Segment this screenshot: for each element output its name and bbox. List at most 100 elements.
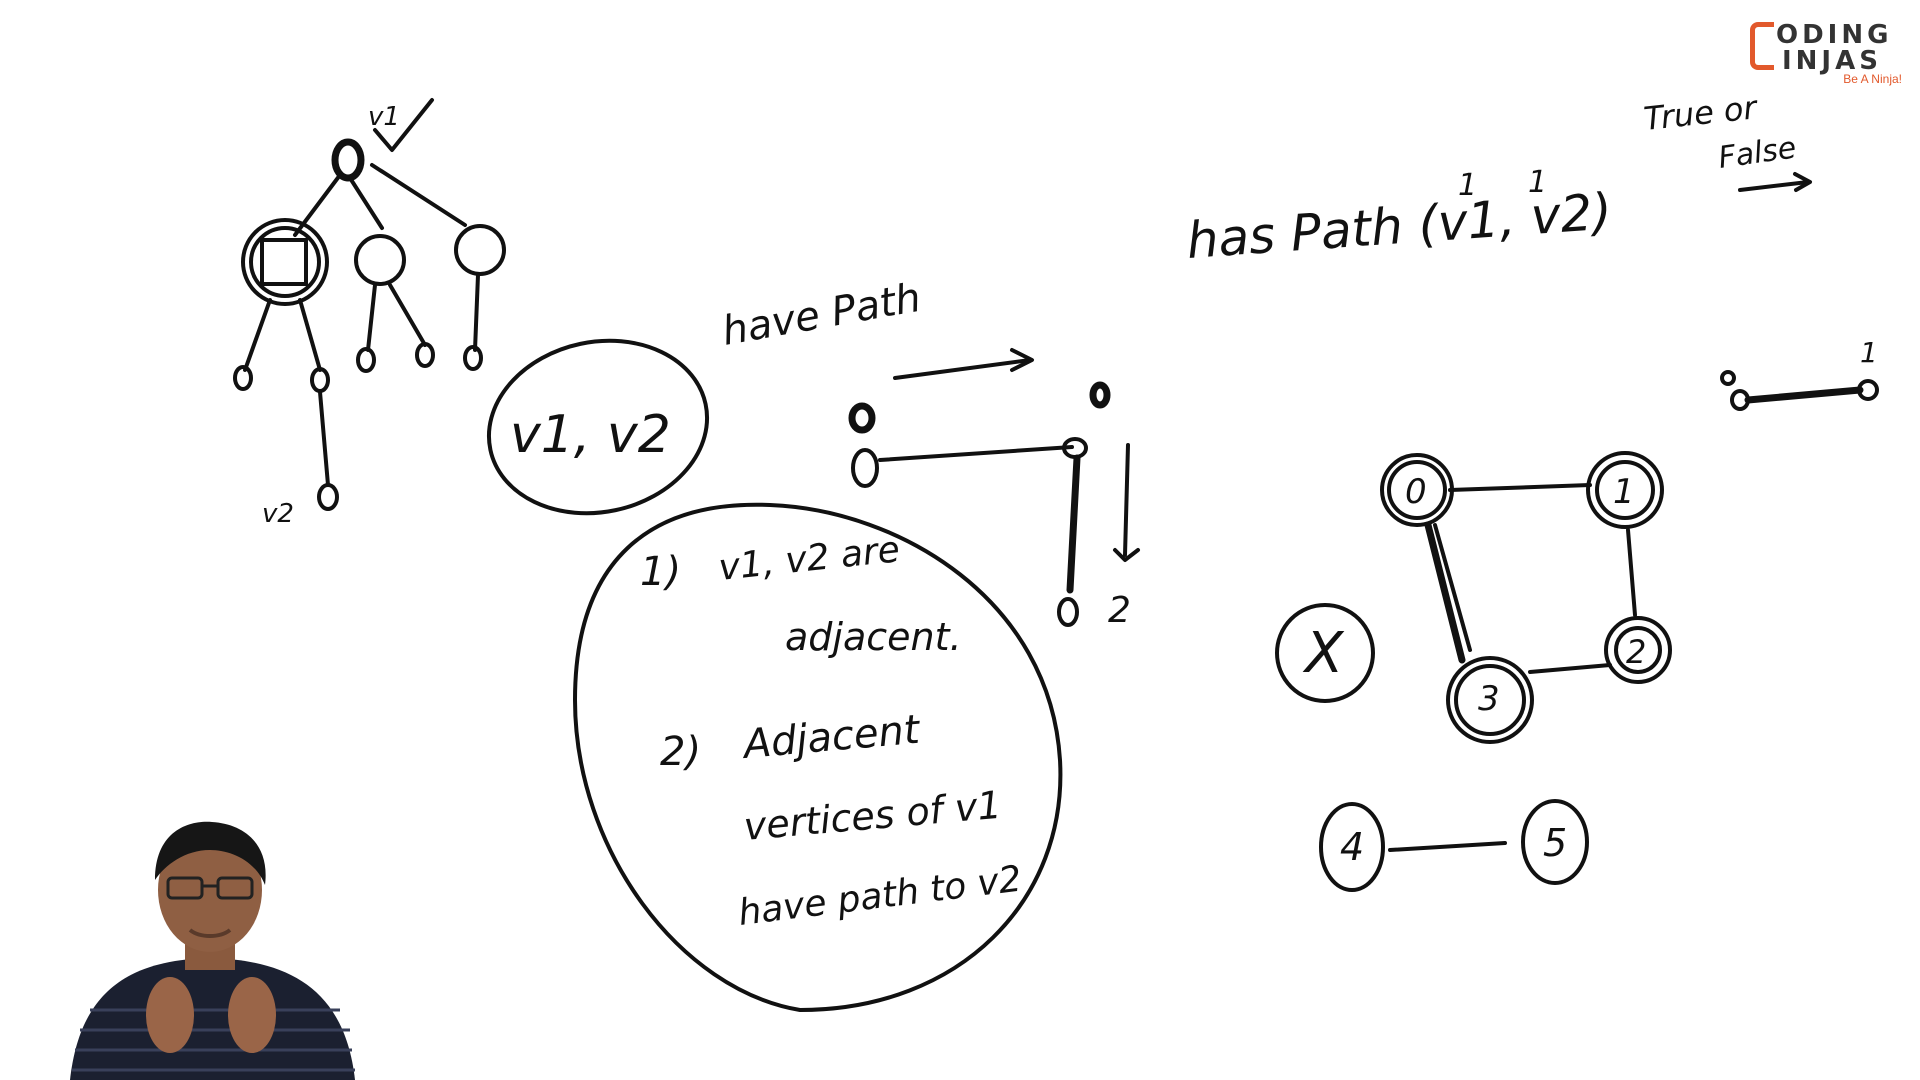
tree-label-v2: v2 xyxy=(262,499,294,529)
tree-leaf xyxy=(356,347,376,373)
tree-node-v2 xyxy=(317,483,339,511)
logo-line2: INJAS xyxy=(1782,46,1882,76)
step1-line2: adjacent. xyxy=(785,615,962,659)
tree-edge xyxy=(370,163,467,227)
crossed-node xyxy=(1275,603,1375,703)
mini-edge-bold xyxy=(1066,454,1081,594)
step2-line2: vertices of v1 xyxy=(742,783,1003,849)
tree-diagram: v1 v2 xyxy=(233,98,506,529)
graph-node-0-label: 0 xyxy=(1405,472,1427,512)
mini-label-2: 2 xyxy=(1108,590,1131,631)
graph-node-3 xyxy=(1446,656,1534,744)
return-line2: False xyxy=(1716,130,1798,176)
crossed-node-label: X xyxy=(1302,621,1345,686)
graph-edge-1-2 xyxy=(1626,528,1637,617)
presenter-right-hand xyxy=(228,977,276,1053)
check-mark-icon xyxy=(373,98,434,152)
graph-node-4 xyxy=(1319,802,1385,892)
tree-edge xyxy=(298,298,322,372)
presenter-hair xyxy=(155,821,266,885)
call-caption: have Path xyxy=(719,275,924,355)
tree-node-box xyxy=(260,238,308,286)
edge-line xyxy=(1744,386,1864,404)
graph-node-1-ring xyxy=(1595,460,1655,520)
presenter-face xyxy=(158,828,262,952)
graph-node-0 xyxy=(1380,453,1454,527)
tree-leaf xyxy=(415,342,435,368)
tree-leaf xyxy=(463,345,483,371)
mini-node-0 xyxy=(851,448,879,488)
main-graph: 0 1 2 3 X 4 5 xyxy=(1275,451,1672,892)
tree-edge xyxy=(348,176,384,230)
presenter-mouth xyxy=(188,928,232,938)
graph-node-4-label: 4 xyxy=(1340,825,1364,869)
logo-mark-icon xyxy=(1750,22,1774,70)
graph-node-5-label: 5 xyxy=(1543,821,1567,865)
step2-line3: have path to v2 xyxy=(736,859,1024,934)
tree-leaf xyxy=(233,365,253,391)
down-arrow-line xyxy=(1123,443,1130,557)
edge-label: 1 xyxy=(1860,336,1878,369)
brand-logo: ODING INJAS Be A Ninja! xyxy=(1750,20,1902,90)
down-arrow-icon xyxy=(1113,548,1140,562)
tree-edge xyxy=(366,283,377,352)
signature-mark-1: 1 xyxy=(1458,168,1477,203)
step2-line1: Adjacent xyxy=(739,707,923,769)
return-line1: True or xyxy=(1642,88,1760,138)
glasses-icon xyxy=(166,876,254,900)
edge-dot xyxy=(1720,370,1736,386)
tree-edge xyxy=(318,390,330,487)
call-args: v1, v2 xyxy=(510,405,671,465)
tree-node xyxy=(310,367,330,393)
tree-edge xyxy=(243,298,272,372)
graph-node-0-ring xyxy=(1387,460,1447,520)
presenter-video xyxy=(70,821,355,1080)
signature-text: has Path (v1, v2) xyxy=(1185,182,1614,270)
graph-node-2 xyxy=(1604,616,1672,684)
edge-node-end xyxy=(1857,379,1879,401)
mini-node-filled xyxy=(848,402,876,434)
tree-node-highlighted-ring xyxy=(249,226,321,298)
tree-root-node xyxy=(331,138,365,182)
steps-circle: 1) v1, v2 are adjacent. 2) Adjacent vert… xyxy=(573,502,1063,1012)
tree-label-v1: v1 xyxy=(368,102,400,132)
mini-node-2 xyxy=(1057,597,1079,627)
graph-node-2-label: 2 xyxy=(1626,633,1646,671)
logo-tagline: Be A Ninja! xyxy=(1843,72,1902,86)
graph-node-2-ring xyxy=(1614,626,1662,674)
graph-node-3-label: 3 xyxy=(1478,679,1500,719)
function-signature: has Path (v1, v2) 1 1 True or False xyxy=(1185,88,1812,270)
return-arrow-icon xyxy=(1793,172,1812,192)
arrow-head-icon xyxy=(1010,348,1034,372)
single-edge: 1 xyxy=(1720,336,1879,411)
return-arrow-line xyxy=(1738,180,1810,192)
tree-node xyxy=(354,234,406,286)
logo-line1: ODING xyxy=(1776,20,1893,50)
graph-edge-4-5 xyxy=(1388,841,1507,852)
graph-node-1 xyxy=(1586,451,1664,529)
tree-edge xyxy=(293,173,342,237)
tree-node-highlighted xyxy=(241,218,329,306)
graph-edge-3-2 xyxy=(1528,663,1612,674)
tree-edge xyxy=(473,273,480,352)
mini-edge xyxy=(878,445,1074,462)
tree-node xyxy=(454,224,506,276)
graph-edge-0-1 xyxy=(1448,483,1592,492)
presenter-shirt xyxy=(70,958,355,1080)
arrow-line xyxy=(893,358,1032,380)
steps-outline xyxy=(573,502,1063,1012)
graph-node-5 xyxy=(1521,799,1589,885)
shirt-stripes xyxy=(72,1008,355,1072)
args-ellipse xyxy=(486,338,710,516)
mini-graph: 2 xyxy=(848,348,1140,631)
graph-edge-0-3b xyxy=(1433,523,1472,652)
graph-node-1-label: 1 xyxy=(1613,472,1635,512)
step2-number: 2) xyxy=(660,729,701,775)
presenter-left-hand xyxy=(146,977,194,1053)
tree-edge xyxy=(388,283,427,347)
graph-node-3-ring xyxy=(1454,664,1526,736)
step1-line1: v1, v2 are xyxy=(717,529,902,589)
graph-edge-0-3 xyxy=(1424,521,1466,664)
signature-mark-2: 1 xyxy=(1528,165,1547,200)
